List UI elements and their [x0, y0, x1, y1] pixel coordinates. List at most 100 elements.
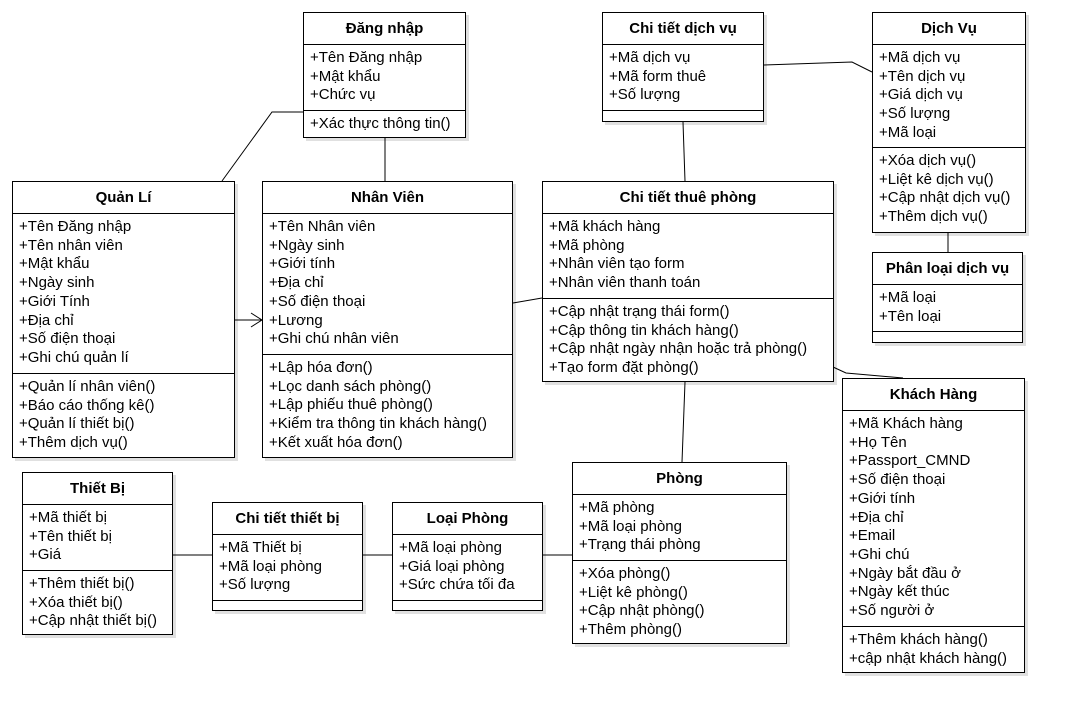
class-attribute: +Giới tính: [269, 255, 336, 273]
class-attribute: +Passport_CMND: [849, 452, 971, 470]
class-operations: +Xác thực thông tin(): [304, 111, 465, 138]
class-phan-loai-dich-vu[interactable]: Phân loại dịch vụ +Mã loại+Tên loại: [872, 252, 1023, 343]
class-operation: +Xác thực thông tin(): [310, 115, 451, 132]
class-attributes: +Mã loại phòng+Giá loại phòng+Sức chứa t…: [393, 535, 542, 601]
class-attribute: +Mã loại phòng: [219, 557, 322, 575]
class-attribute: +Số người ở: [849, 602, 935, 620]
class-attribute: +Mã Thiết bị: [219, 539, 302, 556]
class-attributes: +Mã Thiết bị+Mã loại phòng+Số lượng: [213, 535, 362, 601]
class-attribute: +Giới Tính: [19, 292, 90, 310]
class-operation: +Quản lí thiết bị(): [19, 415, 135, 433]
class-attribute: +Tên loại: [879, 307, 942, 325]
class-attribute: +Ghi chú quản lí: [19, 348, 129, 366]
class-attribute: +Tên thiết bị: [29, 527, 112, 545]
class-title: Chi tiết dịch vụ: [603, 13, 763, 45]
class-attribute: +Số lượng: [879, 105, 951, 123]
class-attribute: +Mật khẩu: [310, 67, 381, 85]
class-attributes: +Mã khách hàng+Mã phòng+Nhân viên tạo fo…: [543, 214, 833, 299]
class-attribute: +Giá: [29, 546, 62, 564]
class-attributes: +Mã dịch vụ+Tên dịch vụ+Giá dịch vụ+Số l…: [873, 45, 1025, 148]
class-operation: +Lập hóa đơn(): [269, 359, 373, 376]
connector-nhanvien-chitietthuephong: [512, 297, 543, 304]
class-operations: +Xóa phòng()+Liệt kê phòng()+Cập nhật ph…: [573, 561, 786, 644]
class-attribute: +Ghi chú: [849, 545, 910, 563]
class-attribute: +Ngày sinh: [19, 274, 95, 292]
class-operation: +Xóa phòng(): [579, 565, 671, 582]
class-chi-tiet-thiet-bi[interactable]: Chi tiết thiết bị +Mã Thiết bị+Mã loại p…: [212, 502, 363, 611]
class-attribute: +Tên Đăng nhập: [19, 218, 132, 235]
class-phong[interactable]: Phòng +Mã phòng+Mã loại phòng+Trạng thái…: [572, 462, 787, 644]
class-operations: [213, 601, 362, 609]
class-attributes: +Tên Đăng nhập+Mật khẩu+Chức vụ: [304, 45, 465, 111]
class-operation: +Cập nhật dịch vụ(): [879, 189, 1011, 207]
class-operation: +Liệt kê dịch vụ(): [879, 170, 994, 188]
class-attribute: +Mã khách hàng: [549, 218, 661, 235]
class-operations: +Thêm thiết bị()+Xóa thiết bị()+Cập nhật…: [23, 571, 172, 635]
class-attribute: +Mã loại phòng: [399, 539, 502, 556]
class-title: Chi tiết thuê phòng: [543, 182, 833, 214]
class-operations: [393, 601, 542, 609]
class-attribute: +Mật khẩu: [19, 255, 90, 273]
class-attribute: +Trạng thái phòng: [579, 536, 701, 554]
class-attribute: +Địa chỉ: [269, 274, 324, 292]
class-attribute: +Mã phòng: [549, 236, 625, 254]
class-attribute: +Giới tính: [849, 489, 916, 507]
class-operation: +Lập phiếu thuê phòng(): [269, 396, 433, 414]
class-attributes: +Mã thiết bị+Tên thiết bị+Giá: [23, 505, 172, 571]
class-title: Nhân Viên: [263, 182, 512, 214]
class-attribute: +Tên dịch vụ: [879, 67, 966, 85]
class-operations: +Cập nhật trạng thái form()+Cập thông ti…: [543, 299, 833, 382]
class-loai-phong[interactable]: Loại Phòng +Mã loại phòng+Giá loại phòng…: [392, 502, 543, 611]
class-operation: +Tạo form đặt phòng(): [549, 359, 699, 377]
class-operation: +cập nhật khách hàng(): [849, 649, 1008, 667]
class-attribute: +Địa chỉ: [849, 508, 904, 526]
class-attribute: +Mã loại: [879, 123, 937, 141]
class-nhan-vien[interactable]: Nhân Viên +Tên Nhân viên+Ngày sinh+Giới …: [262, 181, 513, 458]
class-attribute: +Email: [849, 527, 896, 545]
class-attributes: +Mã loại+Tên loại: [873, 285, 1022, 332]
connector-quanli-dangnhap: [221, 111, 303, 182]
class-operation: +Thêm thiết bị(): [29, 575, 135, 592]
class-operations: +Lập hóa đơn()+Lọc danh sách phòng()+Lập…: [263, 355, 512, 457]
class-attribute: +Giá loại phòng: [399, 557, 505, 575]
class-operations: +Xóa dịch vụ()+Liệt kê dịch vụ()+Cập nhậ…: [873, 148, 1025, 231]
class-attribute: +Giá dịch vụ: [879, 86, 963, 104]
class-dich-vu[interactable]: Dịch Vụ +Mã dịch vụ+Tên dịch vụ+Giá dịch…: [872, 12, 1026, 233]
class-attribute: +Mã phòng: [579, 499, 655, 516]
class-attributes: +Tên Nhân viên+Ngày sinh+Giới tính+Địa c…: [263, 214, 512, 355]
class-title: Loại Phòng: [393, 503, 542, 535]
class-operation: +Cập nhật trạng thái form(): [549, 303, 730, 320]
class-attribute: +Mã form thuê: [609, 67, 707, 85]
class-attributes: +Mã phòng+Mã loại phòng+Trạng thái phòng: [573, 495, 786, 561]
class-operation: +Cập thông tin khách hàng(): [549, 321, 739, 339]
class-attribute: +Số lượng: [219, 576, 291, 594]
connector-chitietdichvu-chitietthuephong: [682, 121, 686, 182]
class-quan-li[interactable]: Quản Lí +Tên Đăng nhập+Tên nhân viên+Mật…: [12, 181, 235, 458]
class-attribute: +Ngày sinh: [269, 236, 345, 254]
class-attribute: +Mã loại: [879, 289, 937, 306]
class-operations: [603, 111, 763, 119]
class-chi-tiet-thue-phong[interactable]: Chi tiết thuê phòng +Mã khách hàng+Mã ph…: [542, 181, 834, 382]
class-title: Phân loại dịch vụ: [873, 253, 1022, 285]
class-operations: +Thêm khách hàng()+cập nhật khách hàng(): [843, 627, 1024, 672]
class-dang-nhap[interactable]: Đăng nhập +Tên Đăng nhập+Mật khẩu+Chức v…: [303, 12, 466, 138]
class-khach-hang[interactable]: Khách Hàng +Mã Khách hàng+Họ Tên+Passpor…: [842, 378, 1025, 673]
class-attributes: +Mã Khách hàng+Họ Tên+Passport_CMND+Số đ…: [843, 411, 1024, 627]
class-title: Chi tiết thiết bị: [213, 503, 362, 535]
class-attribute: +Sức chứa tối đa: [399, 576, 515, 594]
class-operation: +Quản lí nhân viên(): [19, 378, 156, 395]
class-operation: +Thêm phòng(): [579, 621, 682, 639]
class-attribute: +Nhân viên tạo form: [549, 255, 685, 273]
class-title: Đăng nhập: [304, 13, 465, 45]
class-attribute: +Mã thiết bị: [29, 509, 107, 526]
class-thiet-bi[interactable]: Thiết Bị +Mã thiết bị+Tên thiết bị+Giá +…: [22, 472, 173, 635]
class-operation: +Kết xuất hóa đơn(): [269, 433, 403, 451]
class-operation: +Lọc danh sách phòng(): [269, 377, 432, 395]
class-title: Quản Lí: [13, 182, 234, 214]
class-attribute: +Nhân viên thanh toán: [549, 274, 701, 292]
class-attribute: +Ngày kết thúc: [849, 583, 950, 601]
class-attribute: +Mã dịch vụ: [609, 49, 691, 66]
class-operation: +Thêm khách hàng(): [849, 631, 988, 648]
class-attribute: +Số điện thoại: [849, 471, 946, 489]
class-chi-tiet-dich-vu[interactable]: Chi tiết dịch vụ +Mã dịch vụ+Mã form thu…: [602, 12, 764, 122]
